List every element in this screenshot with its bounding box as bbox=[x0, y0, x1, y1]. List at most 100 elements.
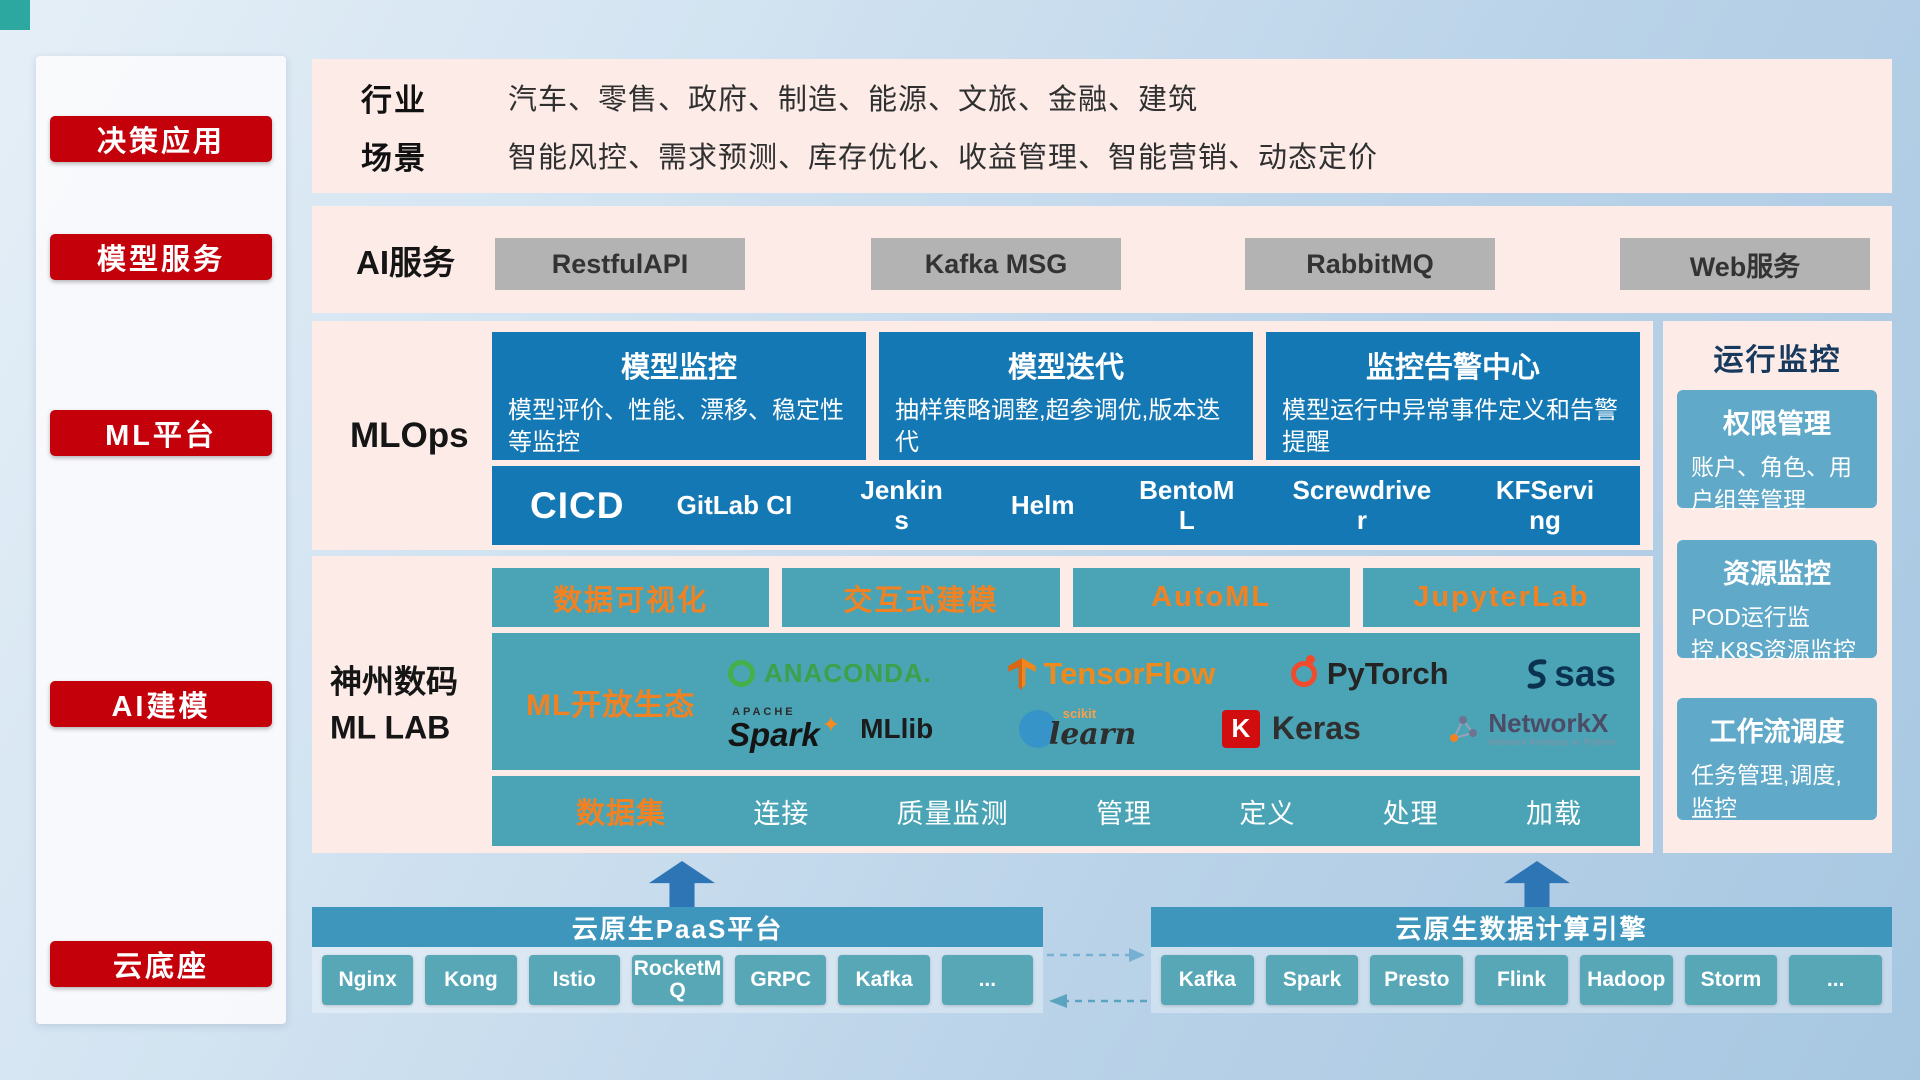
card-desc: 抽样策略调整,超参调优,版本迭代 bbox=[895, 397, 1221, 457]
apache-text: APACHE bbox=[732, 705, 796, 718]
anaconda-icon bbox=[728, 660, 755, 687]
dataset-row: 数据集 连接 质量监测 管理 定义 处理 加载 bbox=[492, 776, 1640, 846]
dataset-quality: 质量监测 bbox=[896, 798, 1009, 829]
run-monitor-panel: 运行监控 权限管理 账户、角色、用户组等管理 资源监控 POD运行监控,K8S资… bbox=[1663, 321, 1892, 853]
permission-box: 权限管理 账户、角色、用户组等管理 bbox=[1677, 390, 1877, 513]
keras-text: Keras bbox=[1271, 710, 1361, 746]
industry-label: 行业 bbox=[361, 82, 427, 118]
networkx-logo: NetworkX Network Analysis in Python bbox=[1446, 709, 1616, 748]
pytorch-text: PyTorch bbox=[1326, 655, 1449, 691]
corner-accent bbox=[0, 0, 30, 30]
spark-star-icon: ✦ bbox=[821, 712, 841, 737]
cicd-bar: CICD GitLab CI Jenkins Helm BentoML Scre… bbox=[492, 466, 1640, 545]
scikit-text: scikit bbox=[1062, 706, 1097, 721]
paas-up-arrow bbox=[649, 861, 715, 907]
cicd-helm: Helm bbox=[1010, 489, 1075, 520]
spark-mllib-logo: APACHE Spark ✦ MLlib bbox=[728, 705, 934, 751]
resource-monitor-box: 资源监控 POD运行监控,K8S资源监控 bbox=[1677, 540, 1877, 663]
dataset-manage: 管理 bbox=[1096, 798, 1152, 829]
mlops-panel: MLOps 模型监控 模型评价、性能、漂移、稳定性等监控 模型迭代 抽样策略调整… bbox=[312, 321, 1653, 550]
pytorch-logo: PyTorch bbox=[1290, 654, 1449, 692]
paas-chip-strip: Nginx Kong Istio RocketMQ GRPC Kafka ... bbox=[312, 947, 1043, 1013]
box-title: 权限管理 bbox=[1723, 409, 1831, 439]
mlops-cards: 模型监控 模型评价、性能、漂移、稳定性等监控 模型迭代 抽样策略调整,超参调优,… bbox=[492, 332, 1640, 460]
cicd-screwdriver: Screwdriver bbox=[1292, 474, 1432, 535]
ecosystem-logo-row-2: APACHE Spark ✦ MLlib scikit learn bbox=[722, 705, 1622, 752]
kafka-msg-box: Kafka MSG bbox=[871, 238, 1121, 290]
web-service-box: Web服务 bbox=[1620, 238, 1870, 290]
tensorflow-text: TensorFlow bbox=[1043, 655, 1216, 691]
chip-more2: ... bbox=[1789, 955, 1883, 1005]
chip-storm: Storm bbox=[1684, 955, 1778, 1005]
tensorflow-icon bbox=[1007, 657, 1036, 690]
ai-service-label: AI服务 bbox=[356, 243, 455, 281]
ml-ecosystem-box: ML开放生态 ANACONDA. TensorFlow bbox=[492, 633, 1640, 770]
engine-bar-title: 云原生数据计算引擎 bbox=[1151, 907, 1892, 947]
tensorflow-logo: TensorFlow bbox=[1007, 655, 1216, 692]
industry-text: 汽车、零售、政府、制造、能源、文旅、金融、建筑 bbox=[508, 84, 1199, 116]
chip-flink: Flink bbox=[1475, 955, 1568, 1005]
chip-nginx: Nginx bbox=[322, 955, 414, 1005]
paas-bar-title: 云原生PaaS平台 bbox=[312, 907, 1043, 947]
mlops-label: MLOps bbox=[350, 415, 469, 455]
networkx-caption: Network Analysis in Python bbox=[1488, 736, 1616, 748]
box-desc: 任务管理,调度,监控 bbox=[1691, 762, 1842, 821]
model-iteration-card: 模型迭代 抽样策略调整,超参调优,版本迭代 bbox=[879, 332, 1253, 460]
data-visualization-box: 数据可视化 bbox=[492, 568, 770, 627]
mllab-label-line2: ML LAB bbox=[330, 709, 451, 746]
sidebar-item-ml-platform: ML平台 bbox=[50, 410, 272, 456]
left-rail: 决策应用 模型服务 ML平台 AI建模 云底座 bbox=[36, 56, 286, 1024]
chip-rocketmq: RocketMQ bbox=[631, 955, 724, 1005]
card-desc: 模型评价、性能、漂移、稳定性等监控 bbox=[508, 397, 844, 457]
interactive-modeling-box: 交互式建模 bbox=[782, 568, 1060, 627]
dataset-load: 加载 bbox=[1525, 798, 1582, 829]
keras-icon: K bbox=[1221, 709, 1260, 748]
chip-presto: Presto bbox=[1370, 955, 1464, 1005]
mllab-label: 神州数码 ML LAB bbox=[330, 658, 502, 751]
model-monitor-card: 模型监控 模型评价、性能、漂移、稳定性等监控 bbox=[492, 332, 866, 460]
card-title: 监控告警中心 bbox=[1365, 352, 1540, 384]
cicd-gitlab: GitLab CI bbox=[676, 489, 793, 520]
pytorch-icon bbox=[1290, 654, 1317, 687]
run-monitor-title: 运行监控 bbox=[1713, 344, 1842, 377]
sas-logo: sas bbox=[1524, 653, 1616, 695]
networkx-text: NetworkX bbox=[1488, 707, 1609, 738]
card-title: 模型监控 bbox=[620, 352, 737, 384]
cicd-bentoml: BentoML bbox=[1139, 474, 1235, 535]
chip-more: ... bbox=[941, 955, 1033, 1005]
card-title: 模型迭代 bbox=[1007, 352, 1124, 384]
scenario-label: 场景 bbox=[361, 140, 427, 176]
chip-kafka: Kafka bbox=[838, 955, 930, 1005]
automl-box: AutoML bbox=[1072, 568, 1350, 627]
chip-kafka2: Kafka bbox=[1161, 955, 1254, 1005]
ai-service-panel: AI服务 RestfulAPI Kafka MSG RabbitMQ Web服务 bbox=[312, 206, 1892, 313]
learn-text: learn bbox=[1048, 717, 1137, 752]
sas-text: sas bbox=[1554, 652, 1616, 694]
sidebar-item-ai-modeling: AI建模 bbox=[50, 681, 272, 727]
sidebar-item-model-service: 模型服务 bbox=[50, 234, 272, 280]
mllib-text: MLlib bbox=[860, 712, 934, 744]
mllab-label-line1: 神州数码 bbox=[330, 663, 459, 700]
chip-kong: Kong bbox=[425, 955, 517, 1005]
alert-center-card: 监控告警中心 模型运行中异常事件定义和告警提醒 bbox=[1266, 332, 1640, 460]
chip-hadoop: Hadoop bbox=[1579, 955, 1673, 1005]
ml-ecosystem-label: ML开放生态 bbox=[526, 688, 696, 722]
box-title: 工作流调度 bbox=[1709, 717, 1845, 747]
cicd-jenkins: Jenkins bbox=[860, 474, 943, 535]
restful-api-box: RestfulAPI bbox=[495, 238, 745, 290]
workflow-scheduler-box: 工作流调度 任务管理,调度,监控 bbox=[1677, 698, 1877, 821]
scikit-learn-icon bbox=[1018, 709, 1057, 748]
rabbitmq-box: RabbitMQ bbox=[1245, 238, 1495, 290]
scikit-learn-logo: scikit learn bbox=[1018, 706, 1137, 752]
sas-icon bbox=[1527, 658, 1547, 689]
sidebar-item-cloud-base: 云底座 bbox=[50, 941, 272, 987]
dataset-process: 处理 bbox=[1382, 798, 1439, 829]
engine-up-arrow bbox=[1504, 861, 1570, 907]
sidebar-item-decision-app: 决策应用 bbox=[50, 116, 272, 162]
ecosystem-logo-row-1: ANACONDA. TensorFlow PyTorch bbox=[722, 653, 1622, 695]
dataset-connect: 连接 bbox=[753, 798, 810, 829]
box-title: 资源监控 bbox=[1723, 559, 1831, 589]
chip-grpc: GRPC bbox=[735, 955, 827, 1005]
box-desc: 账户、角色、用户组等管理 bbox=[1691, 454, 1852, 513]
